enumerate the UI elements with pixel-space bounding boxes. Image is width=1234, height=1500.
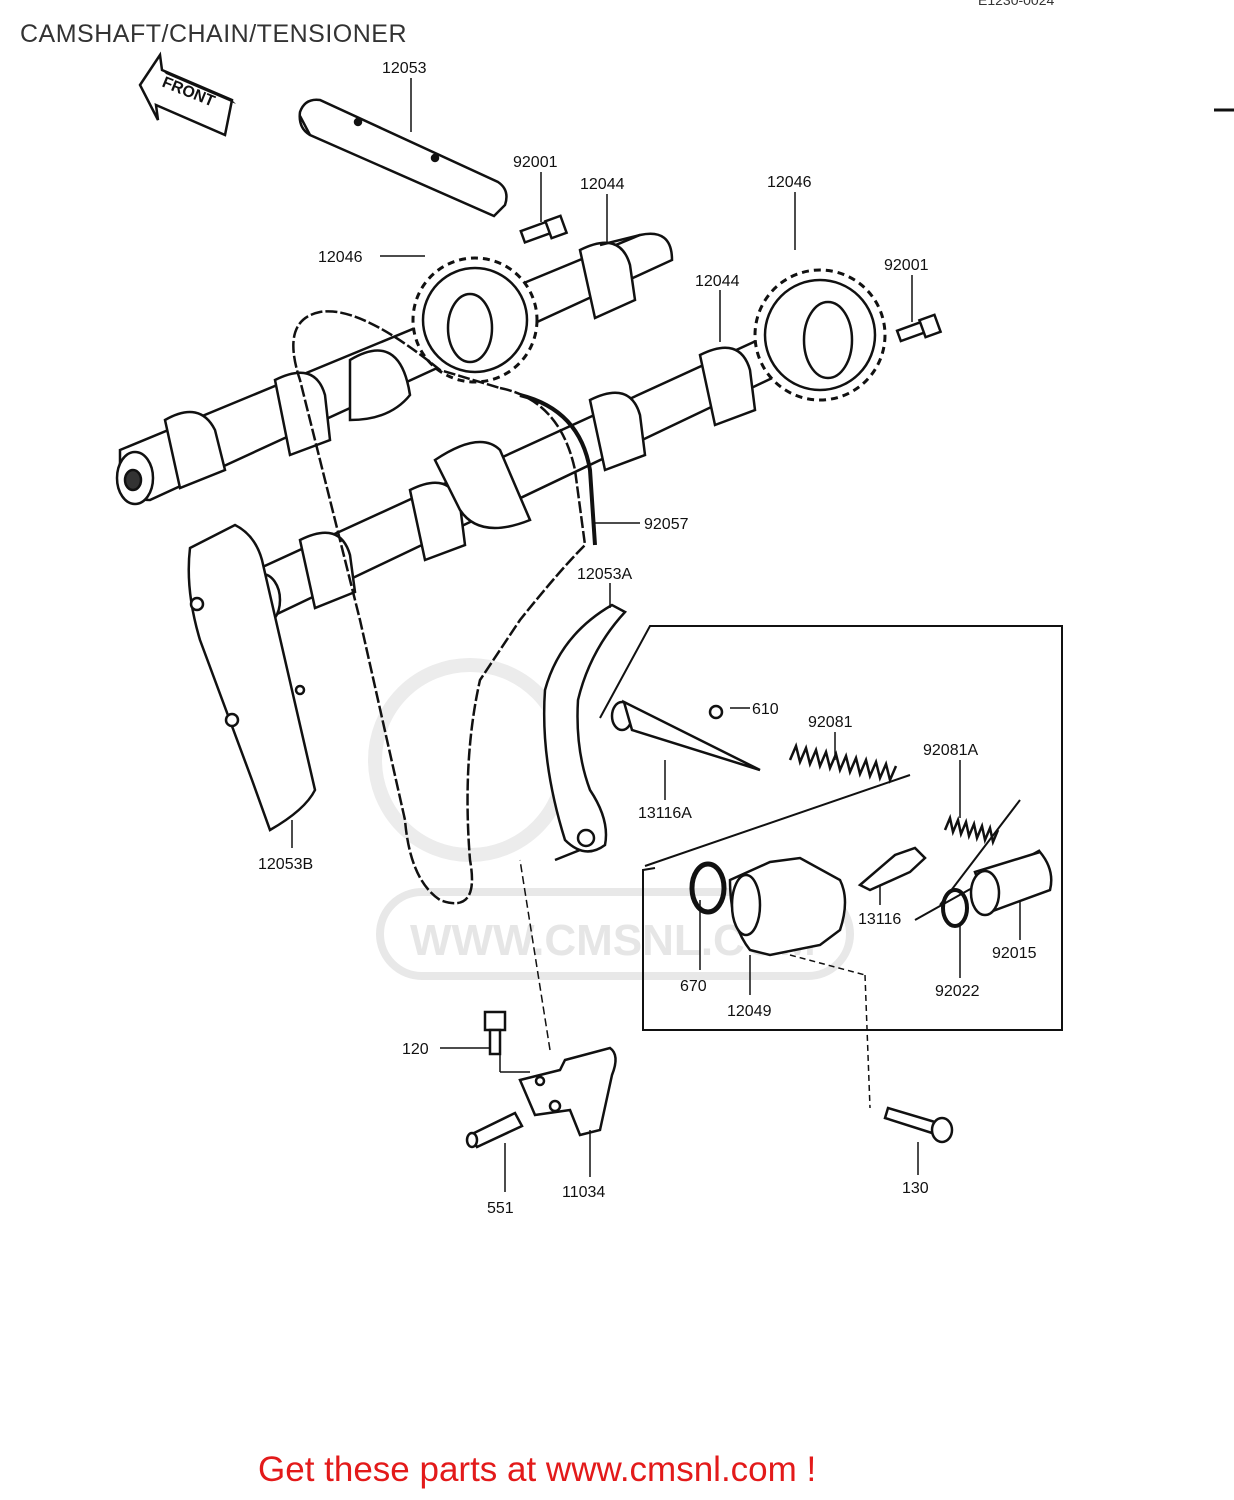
dowel-pin: [465, 1111, 524, 1149]
cam-chain: [292, 310, 597, 905]
part-label-92022: 92022: [935, 983, 980, 1000]
washer: [941, 888, 969, 928]
part-label-13116: 13116: [858, 911, 901, 928]
o-ring: [689, 861, 727, 915]
tensioner-body: [728, 856, 847, 957]
chain-guide-rear: [187, 523, 317, 832]
part-label-130: 130: [902, 1180, 929, 1197]
tensioner-pushrod-short: [857, 846, 927, 892]
camshaft-cap-bolt-right: [895, 313, 943, 343]
part-label-670: 670: [680, 978, 707, 995]
cam-sprocket-right: [753, 268, 887, 402]
part-label-92015: 92015: [992, 945, 1037, 962]
drawing-code: E1230-0024: [978, 0, 1055, 8]
part-label-11034: 11034: [562, 1184, 605, 1201]
part-label-92081: 92081: [808, 714, 853, 731]
part-label-92081A: 92081A: [923, 742, 978, 759]
part-label-610: 610: [752, 701, 779, 718]
part-label-12049: 12049: [727, 1003, 772, 1020]
part-label-12053A: 12053A: [577, 566, 632, 583]
part-label-551: 551: [487, 1200, 514, 1217]
tensioner-bolt: [883, 1106, 954, 1144]
tensioner-pushrod-long: [610, 699, 761, 772]
page-title: CAMSHAFT/CHAIN/TENSIONER: [20, 20, 408, 48]
leader-lines: [291, 78, 1021, 1192]
part-label-12044-rear: 12044: [580, 176, 625, 193]
part-label-92001-left: 92001: [513, 154, 558, 171]
part-label-12044-front: 12044: [695, 273, 740, 290]
part-labels: 12053 92001 12044 12046 12046 92001 1204…: [258, 60, 1037, 1217]
bracket-bolt: [483, 1010, 507, 1056]
part-label-12046-right: 12046: [767, 174, 812, 191]
tensioner-cap: [969, 850, 1053, 917]
part-label-92001-right: 92001: [884, 257, 929, 274]
camshaft-front: [242, 328, 812, 628]
part-label-12053: 12053: [382, 60, 427, 77]
part-label-12053B: 12053B: [258, 856, 313, 873]
camshaft-cap-bolt-left: [519, 214, 569, 245]
tensioner-bracket: [518, 1046, 617, 1137]
part-label-13116A: 13116A: [638, 805, 692, 822]
footer-link-text[interactable]: Get these parts at www.cmsnl.com !: [258, 1450, 817, 1489]
chain-guide-top: [298, 98, 508, 218]
part-label-92057: 92057: [644, 516, 689, 533]
part-label-120: 120: [402, 1041, 429, 1058]
camshaft-rear: [115, 232, 674, 506]
tensioner-group-box: [599, 625, 1063, 1031]
part-label-12046-left: 12046: [318, 249, 363, 266]
front-arrow-icon: FRONT: [138, 51, 236, 137]
tensioner-spring: [788, 742, 1000, 847]
tensioner-blade: [542, 603, 628, 862]
cam-sprocket-left: [411, 256, 539, 384]
